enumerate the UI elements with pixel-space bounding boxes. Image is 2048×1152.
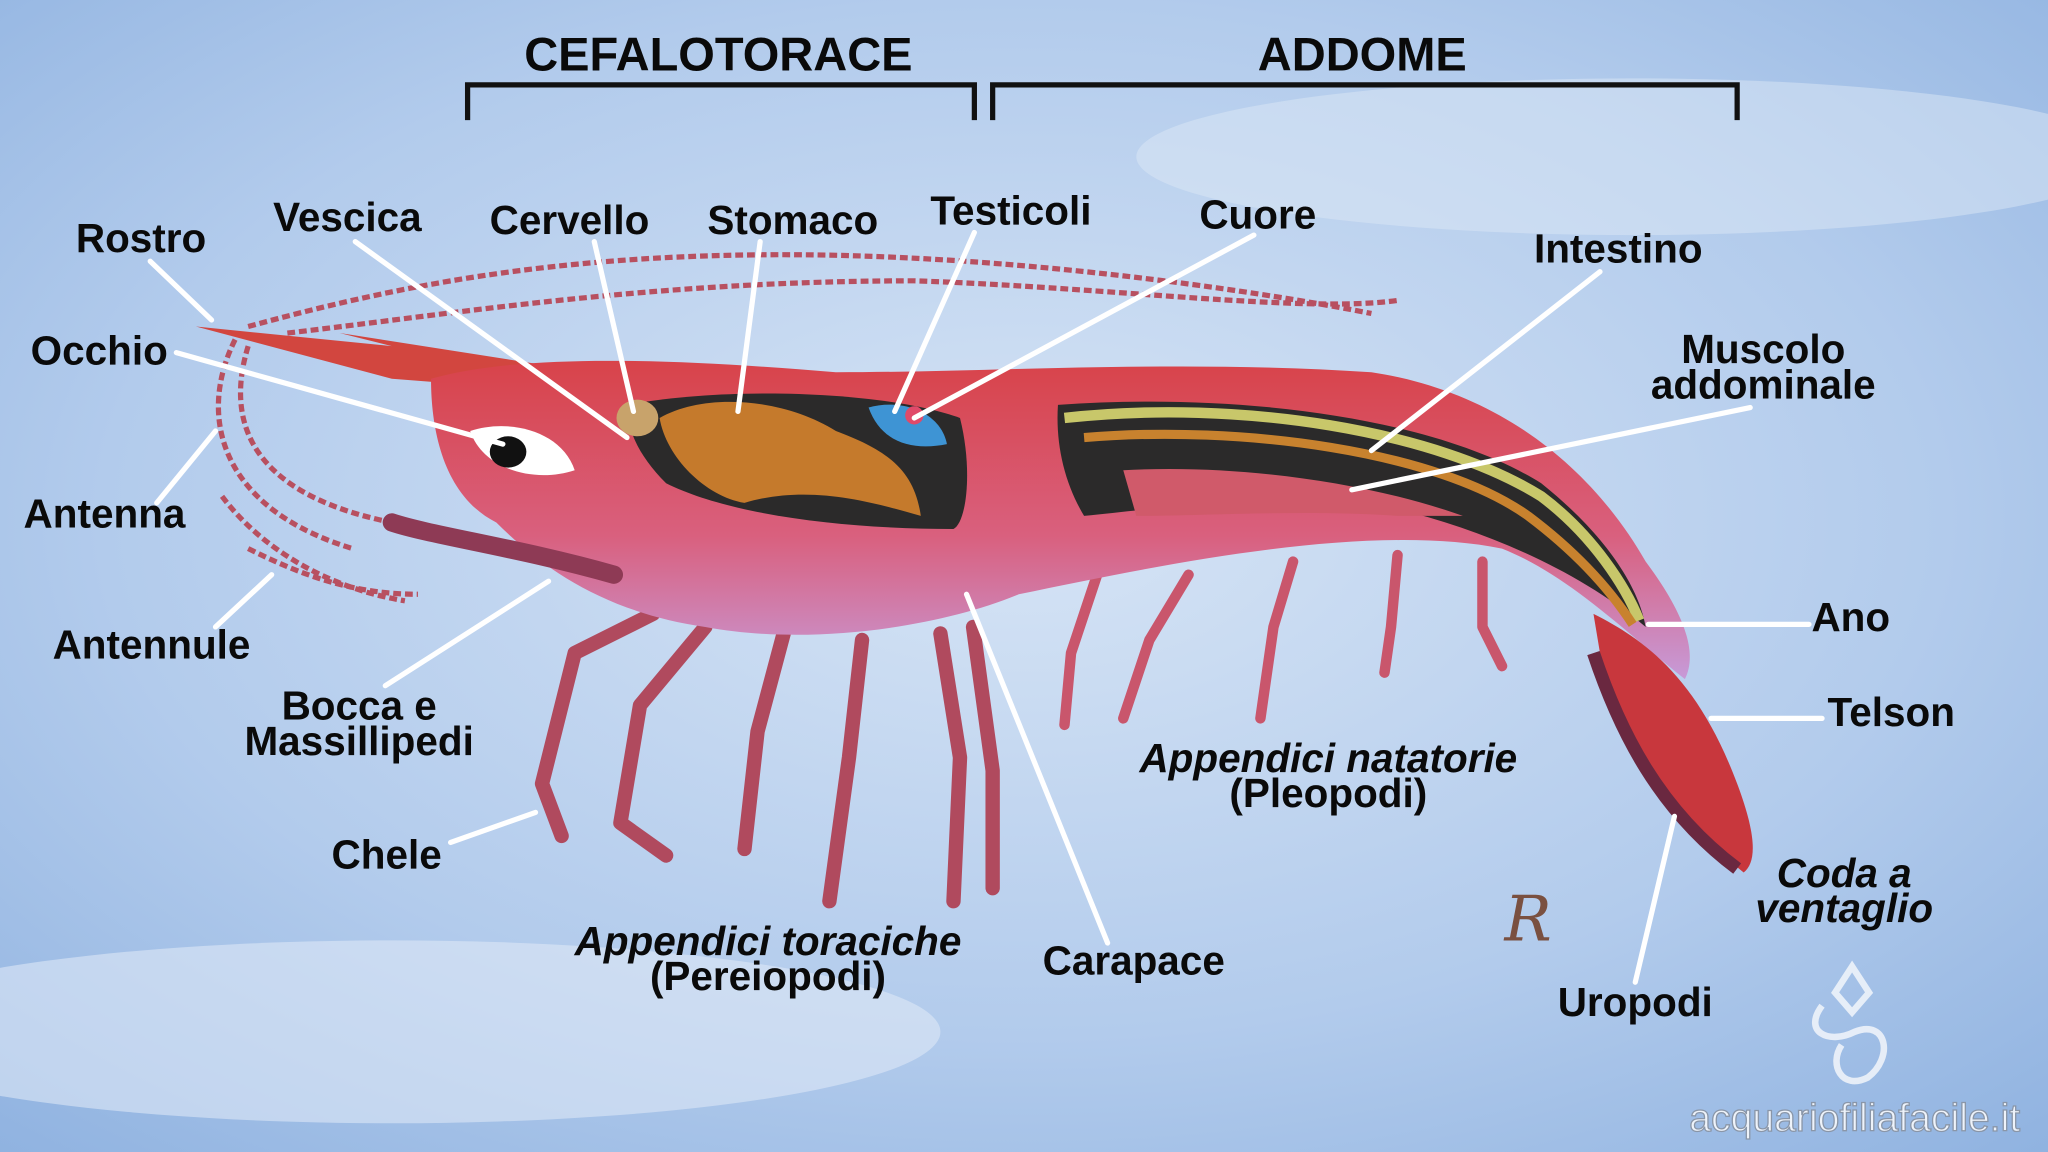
label-coda-line1: Coda a: [1777, 850, 1912, 896]
cephalothorax-title: CEFALOTORACE: [524, 28, 912, 81]
label-chele: Chele: [332, 832, 442, 878]
label-testicoli: Testicoli: [930, 188, 1091, 234]
label-occhio: Occhio: [31, 327, 168, 373]
label-antenna: Antenna: [24, 491, 186, 537]
artist-signature: R: [1504, 882, 1552, 955]
label-natatorie-line2: (Pleopodi): [1229, 770, 1427, 816]
label-antennule: Antennule: [53, 621, 251, 667]
label-uropodi: Uropodi: [1558, 979, 1713, 1025]
label-intestino: Intestino: [1534, 226, 1703, 272]
label-carapace: Carapace: [1043, 937, 1225, 983]
watermark-logo-icon: [1812, 960, 1888, 1085]
abdomen-bracket: [990, 82, 1740, 121]
watermark-text: acquariofiliafacile.it: [1689, 1097, 2020, 1140]
label-coda-line2: ventaglio: [1755, 885, 1933, 931]
cephalothorax-bracket: [464, 82, 977, 121]
label-toraciche-line1: Appendici toraciche: [574, 918, 962, 964]
label-bocca-line2: Massillipedi: [244, 718, 473, 764]
label-telson: Telson: [1828, 689, 1955, 735]
label-natatorie-line1: Appendici natatorie: [1138, 735, 1517, 781]
label-stomaco: Stomaco: [707, 197, 878, 243]
label-vescica: Vescica: [273, 194, 422, 240]
label-cervello: Cervello: [490, 197, 650, 243]
shrimp-illustration: [195, 252, 1753, 909]
label-muscolo-line2: addominale: [1651, 361, 1876, 407]
label-toraciche-line2: (Pereiopodi): [650, 953, 886, 999]
label-ano: Ano: [1811, 594, 1890, 640]
label-muscolo-line1: Muscolo: [1681, 326, 1845, 372]
label-cuore: Cuore: [1199, 192, 1316, 238]
label-rostro: Rostro: [76, 215, 206, 261]
pointer-lines: [147, 229, 1825, 985]
label-bocca-line1: Bocca e: [282, 683, 437, 729]
abdomen-title: ADDOME: [1258, 28, 1467, 81]
